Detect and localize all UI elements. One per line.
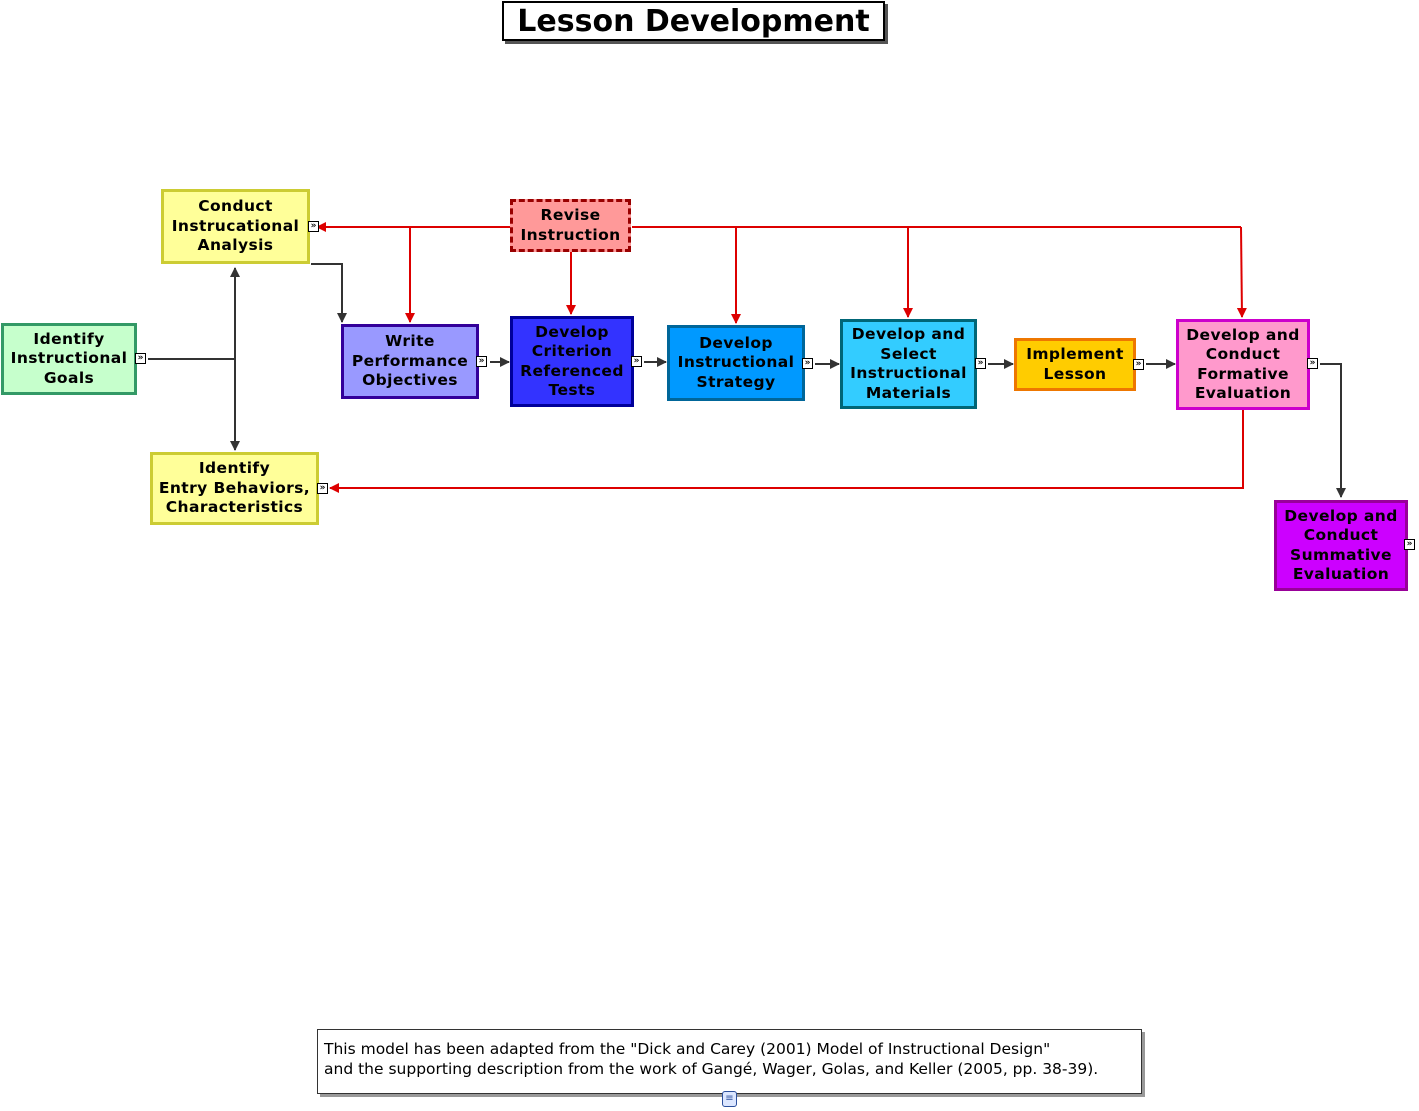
page-title: Lesson Development <box>502 1 885 41</box>
node-revise-instruction[interactable]: Revise Instruction <box>510 199 631 252</box>
footnote-line-2: and the supporting description from the … <box>324 1059 1099 1078</box>
expand-icon[interactable]: » <box>308 221 319 232</box>
edge-revise-formative <box>1236 226 1247 318</box>
footnote-line-1: This model has been adapted from the "Di… <box>324 1040 1051 1058</box>
node-develop-conduct-formative-evaluation[interactable]: Develop and Conduct Formative Evaluation <box>1176 319 1310 410</box>
footnote-box: This model has been adapted from the "Di… <box>317 1029 1142 1094</box>
expand-icon[interactable]: » <box>1404 539 1415 550</box>
edge-analysis-objectives <box>311 263 347 323</box>
node-conduct-instructional-analysis[interactable]: Conduct Instrucational Analysis <box>161 189 310 264</box>
node-implement-lesson[interactable]: Implement Lesson <box>1014 338 1136 391</box>
expand-icon[interactable]: » <box>802 358 813 369</box>
expand-icon[interactable]: » <box>135 353 146 364</box>
node-develop-conduct-summative-evaluation[interactable]: Develop and Conduct Summative Evaluation <box>1274 500 1408 591</box>
note-icon[interactable]: ≡ <box>722 1091 737 1107</box>
expand-icon[interactable]: » <box>1133 359 1144 370</box>
expand-icon[interactable]: » <box>1307 358 1318 369</box>
node-identify-entry-behaviors[interactable]: Identify Entry Behaviors, Characteristic… <box>150 452 319 525</box>
node-write-performance-objectives[interactable]: Write Performance Objectives <box>341 324 479 399</box>
node-develop-select-instructional-materials[interactable]: Develop and Select Instructional Materia… <box>840 319 977 409</box>
expand-icon[interactable]: » <box>631 356 642 367</box>
expand-icon[interactable]: » <box>317 483 328 494</box>
expand-icon[interactable]: » <box>476 356 487 367</box>
node-develop-criterion-referenced-tests[interactable]: Develop Criterion Referenced Tests <box>510 316 634 407</box>
node-identify-instructional-goals[interactable]: Identify Instructional Goals <box>1 323 137 395</box>
edge-formative-summative <box>1320 363 1346 498</box>
expand-icon[interactable]: » <box>975 358 986 369</box>
edge-formative-entry <box>329 410 1244 493</box>
node-develop-instructional-strategy[interactable]: Develop Instructional Strategy <box>667 325 805 401</box>
